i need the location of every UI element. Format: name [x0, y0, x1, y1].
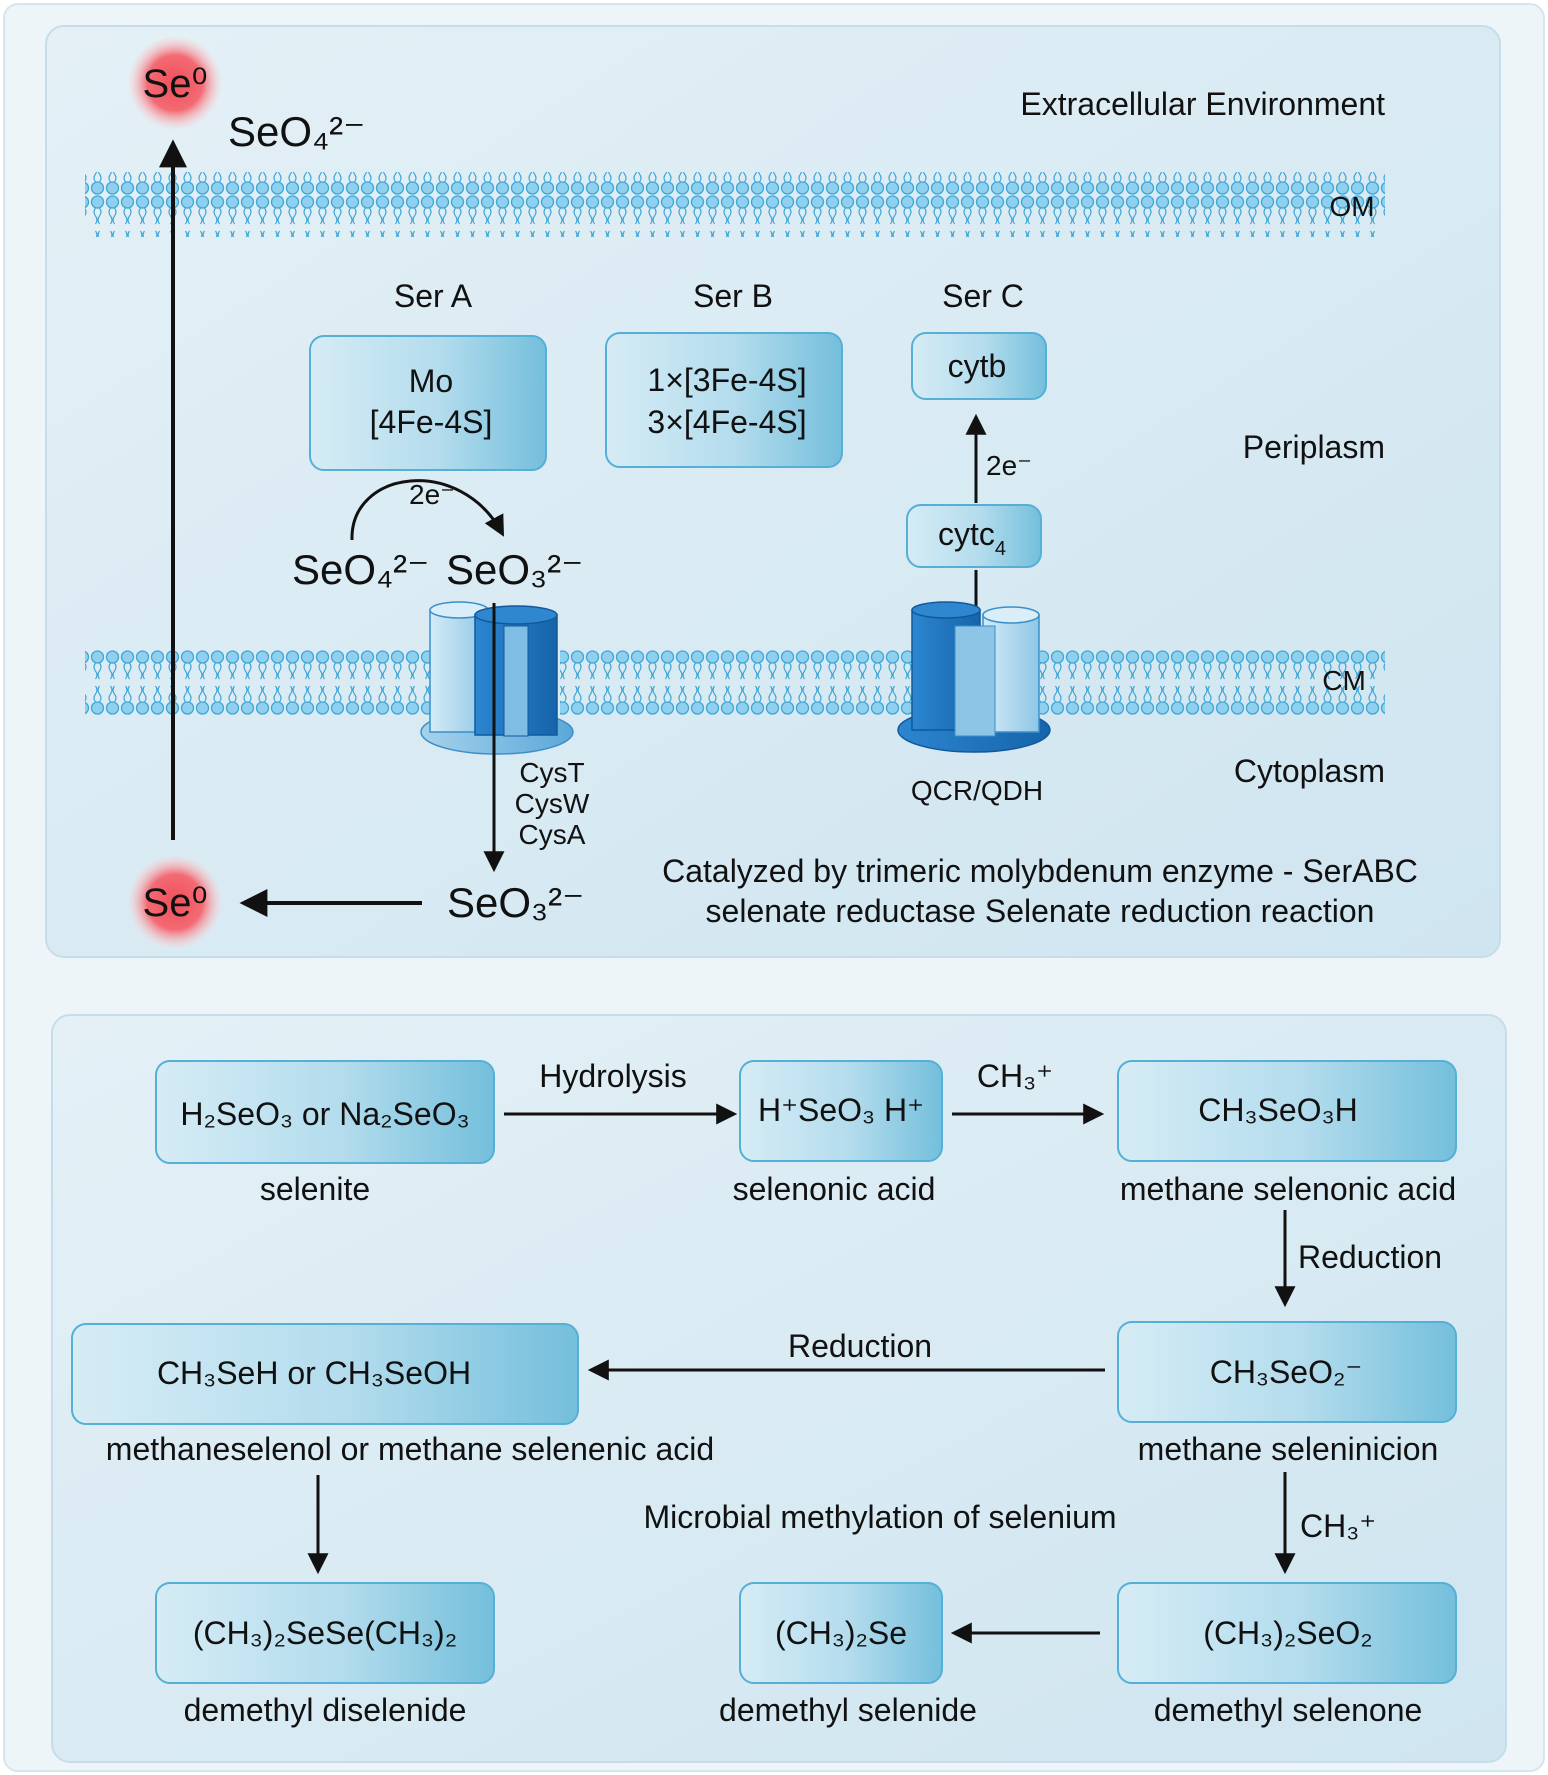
ser-a-line1: Mo	[409, 363, 453, 399]
se0-top-label: Se⁰	[143, 62, 208, 106]
methaneselenol-label: methaneselenol or methane selenenic acid	[106, 1431, 714, 1467]
outer-membrane	[85, 172, 1385, 237]
selenide-label: demethyl selenide	[719, 1692, 977, 1728]
ser-b-line2: 3×[4Fe-4S]	[647, 404, 806, 440]
transporter-line-1: CysT	[519, 757, 584, 788]
transporter-line-3: CysA	[519, 819, 586, 850]
seo3-bottom-label: SeO₃²⁻	[447, 879, 584, 926]
cytc4-box	[906, 504, 1042, 568]
selenone-label: demethyl selenone	[1154, 1692, 1423, 1728]
selenonic-acid-label: selenonic acid	[733, 1171, 936, 1207]
cytc4-sub: 4	[995, 538, 1006, 560]
cytb-label: cytb	[948, 348, 1007, 384]
qcr-qdh-channel	[897, 601, 1051, 753]
selenonic-acid-box	[739, 1060, 943, 1162]
se0-bottom-sphere	[129, 856, 221, 948]
electron-transfer-arrow	[350, 479, 504, 541]
diselenide-label: demethyl diselenide	[184, 1692, 467, 1728]
methaneselenol-box	[71, 1323, 579, 1425]
seleninicion-box	[1117, 1321, 1457, 1423]
seo4-top-label: SeO₄²⁻	[228, 108, 365, 155]
selenone-formula: (CH₃)₂SeO₂	[1203, 1615, 1372, 1651]
seo4-mid-label: SeO₄²⁻	[292, 546, 429, 593]
methane-selenonic-formula: CH₃SeO₃H	[1198, 1092, 1357, 1128]
se0-bottom-label: Se⁰	[143, 881, 208, 925]
om-label: OM	[1329, 191, 1374, 222]
selenonic-acid-formula: H⁺SeO₃ H⁺	[758, 1092, 924, 1128]
caption-line-2: selenate reductase Selenate reduction re…	[706, 893, 1375, 929]
cytc4-label: cytc4	[938, 516, 1006, 560]
ser-b-box	[605, 332, 843, 468]
selenide-box	[739, 1582, 943, 1684]
seleninicion-formula: CH₃SeO₂⁻	[1210, 1354, 1363, 1390]
cytb-box	[911, 332, 1047, 400]
ser-b-title: Ser B	[693, 278, 773, 314]
methane-selenonic-label: methane selenonic acid	[1120, 1171, 1456, 1207]
cyst-transporter	[420, 601, 574, 755]
periplasm-label: Periplasm	[1243, 429, 1385, 465]
cytc4-main: cytc	[938, 516, 995, 552]
ser-a-title: Ser A	[394, 278, 473, 314]
cytoplasmic-membrane-middle	[560, 650, 915, 715]
ch3-label-1: CH₃⁺	[977, 1058, 1053, 1094]
cytoplasmic-membrane-left	[85, 650, 430, 715]
extracellular-label: Extracellular Environment	[1020, 86, 1385, 122]
diselenide-box	[155, 1582, 495, 1684]
top-panel	[45, 25, 1501, 958]
se0-top-sphere	[129, 37, 221, 129]
selenite-formula: H₂SeO₃ or Na₂SeO₃	[180, 1096, 469, 1132]
methaneselenol-formula: CH₃SeH or CH₃SeOH	[157, 1355, 471, 1391]
reduction-label-1: Reduction	[1298, 1239, 1442, 1275]
seleninicion-label: methane seleninicion	[1138, 1431, 1439, 1467]
ch3-label-2: CH₃⁺	[1300, 1508, 1376, 1544]
qcr-label: QCR/QDH	[911, 775, 1043, 806]
selenite-box	[155, 1060, 495, 1164]
methylation-title: Microbial methylation of selenium	[643, 1499, 1116, 1535]
transporter-line-2: CysW	[515, 788, 590, 819]
reduction-label-2: Reduction	[788, 1328, 932, 1364]
seo3-mid-label: SeO₃²⁻	[446, 546, 583, 593]
ser-b-line1: 1×[3Fe-4S]	[647, 362, 806, 398]
ser-c-title: Ser C	[942, 278, 1024, 314]
caption-line-1: Catalyzed by trimeric molybdenum enzyme …	[662, 853, 1418, 889]
cytoplasm-label: Cytoplasm	[1234, 753, 1385, 789]
bottom-panel	[51, 1014, 1507, 1763]
selenite-label: selenite	[260, 1171, 370, 1207]
diselenide-formula: (CH₃)₂SeSe(CH₃)₂	[193, 1615, 457, 1651]
cm-label: CM	[1322, 665, 1366, 696]
selenone-box	[1117, 1582, 1457, 1684]
selenide-formula: (CH₃)₂Se	[775, 1615, 907, 1651]
cytoplasmic-membrane-right	[1040, 650, 1385, 715]
two-e-c-label: 2e⁻	[986, 450, 1032, 481]
methane-selenonic-box	[1117, 1060, 1457, 1162]
ser-a-line2: [4Fe-4S]	[370, 404, 493, 440]
ser-a-box	[309, 335, 547, 471]
two-e-a-label: 2e⁻	[409, 479, 455, 510]
hydrolysis-label: Hydrolysis	[539, 1058, 687, 1094]
